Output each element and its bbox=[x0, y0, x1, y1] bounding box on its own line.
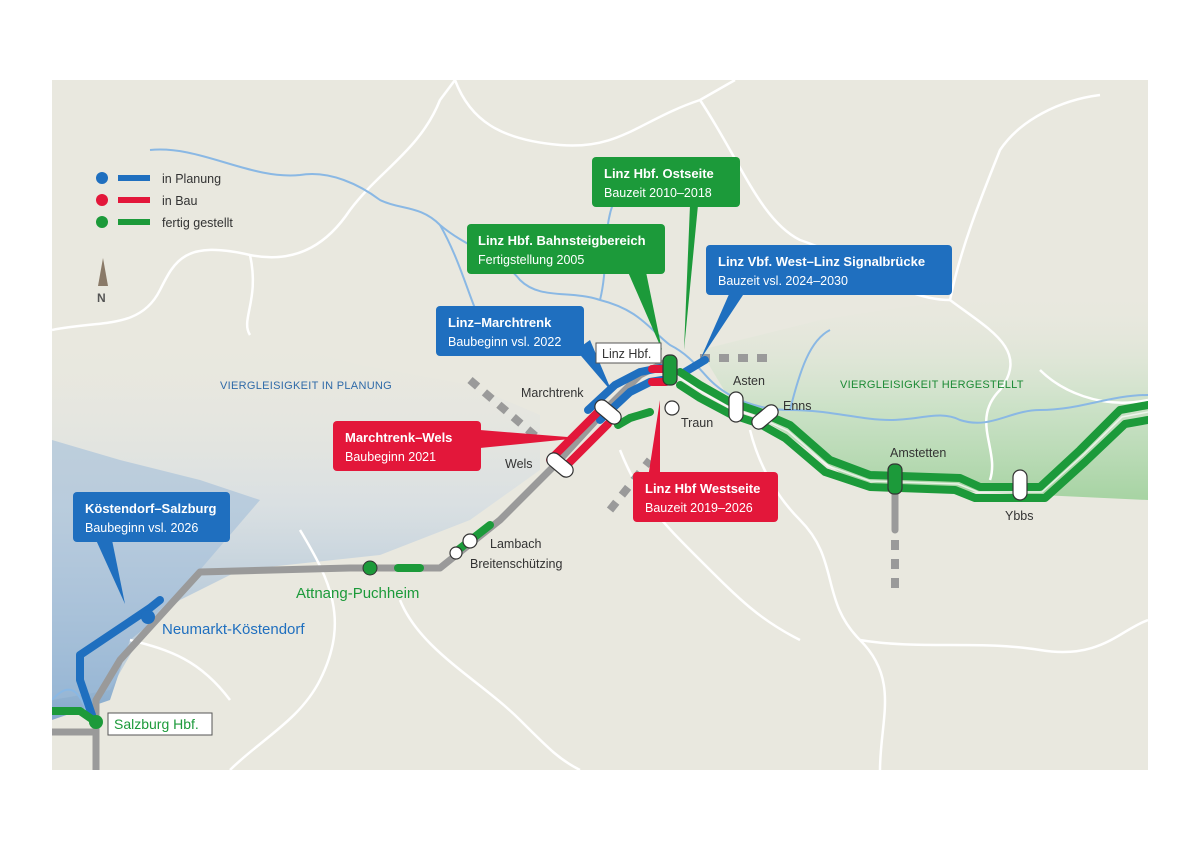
station-dot-neumarkt bbox=[141, 610, 155, 624]
station-dot-lambach bbox=[462, 533, 478, 549]
station-marker-linz bbox=[662, 354, 678, 386]
legend-dot-completed bbox=[96, 216, 108, 228]
legend-bar-construction bbox=[118, 197, 150, 203]
station-markers bbox=[89, 354, 1028, 729]
station-label-ybbs: Ybbs bbox=[1005, 509, 1034, 523]
station-label-attnang: Attnang-Puchheim bbox=[296, 585, 419, 602]
station-marker-wels bbox=[546, 452, 574, 478]
station-label-asten: Asten bbox=[733, 374, 765, 388]
callout-bahnsteig-sub: Fertigstellung 2005 bbox=[478, 253, 584, 267]
callout-signal: Linz Vbf. West–Linz Signalbrücke Bauzeit… bbox=[706, 245, 952, 295]
station-dot-breitenschuetzing bbox=[449, 546, 463, 560]
region-borders bbox=[52, 80, 1148, 770]
station-marker-ybbs bbox=[1012, 469, 1028, 501]
callout-bahnsteig: Linz Hbf. Bahnsteigbereich Fertigstellun… bbox=[467, 224, 665, 274]
station-marker-marchtrenk bbox=[594, 399, 622, 425]
callout-westseite-sub: Bauzeit 2019–2026 bbox=[645, 501, 753, 515]
linz-label-box bbox=[595, 342, 662, 364]
legend: in Planung in Bau fertig gestellt bbox=[96, 172, 233, 230]
legend-bar-completed bbox=[118, 219, 150, 225]
region-label-east: VIERGLEISIGKEIT HERGESTELLT bbox=[840, 379, 1024, 391]
station-label-lambach: Lambach bbox=[490, 537, 541, 551]
legend-label-planning: in Planung bbox=[162, 172, 221, 186]
callout-ostseite: Linz Hbf. Ostseite Bauzeit 2010–2018 bbox=[592, 157, 740, 207]
region-label-west: VIERGLEISIGKEIT IN PLANUNG bbox=[220, 380, 392, 392]
legend-label-completed: fertig gestellt bbox=[162, 216, 233, 230]
north-label: N bbox=[97, 291, 106, 305]
station-dot-salzburg bbox=[89, 715, 103, 729]
legend-dot-construction bbox=[96, 194, 108, 206]
callout-westseite: Linz Hbf Westseite Bauzeit 2019–2026 bbox=[633, 472, 778, 522]
salzburg-label-box bbox=[107, 712, 213, 736]
callout-salzburg-title: Köstendorf–Salzburg bbox=[85, 501, 217, 516]
station-label-breitenschuetzing: Breitenschützing bbox=[470, 557, 562, 571]
station-label-enns: Enns bbox=[783, 399, 812, 413]
callout-salzburg-sub: Baubeginn vsl. 2026 bbox=[85, 521, 198, 535]
station-marker-amstetten bbox=[887, 463, 903, 495]
station-label-wels: Wels bbox=[505, 457, 533, 471]
station-label-linz: Linz Hbf. bbox=[602, 347, 651, 361]
station-dot-traun bbox=[664, 400, 680, 416]
callout-wels-sub: Baubeginn 2021 bbox=[345, 450, 436, 464]
callout-westseite-title: Linz Hbf Westseite bbox=[645, 481, 760, 496]
station-label-neumarkt: Neumarkt-Köstendorf bbox=[162, 621, 305, 638]
callout-ostseite-sub: Bauzeit 2010–2018 bbox=[604, 186, 712, 200]
callout-marchtrenk-title: Linz–Marchtrenk bbox=[448, 315, 552, 330]
callout-marchtrenk-sub: Baubeginn vsl. 2022 bbox=[448, 335, 561, 349]
callout-salzburg: Köstendorf–Salzburg Baubeginn vsl. 2026 bbox=[73, 492, 230, 542]
callout-marchtrenk: Linz–Marchtrenk Baubeginn vsl. 2022 bbox=[436, 306, 584, 356]
callout-ostseite-title: Linz Hbf. Ostseite bbox=[604, 166, 714, 181]
station-label-marchtrenk: Marchtrenk bbox=[521, 386, 584, 400]
station-marker-enns bbox=[751, 404, 779, 430]
station-labels: Linz Hbf. Marchtrenk Wels Traun Asten En… bbox=[107, 342, 1034, 736]
callout-pointers bbox=[96, 205, 745, 604]
station-marker-asten bbox=[728, 391, 744, 423]
station-label-salzburg: Salzburg Hbf. bbox=[114, 716, 199, 732]
callout-wels: Marchtrenk–Wels Baubeginn 2021 bbox=[333, 421, 481, 471]
legend-dot-planning bbox=[96, 172, 108, 184]
callout-signal-title: Linz Vbf. West–Linz Signalbrücke bbox=[718, 254, 925, 269]
station-label-traun: Traun bbox=[681, 416, 713, 430]
callout-signal-sub: Bauzeit vsl. 2024–2030 bbox=[718, 274, 848, 288]
station-dot-attnang bbox=[362, 560, 378, 576]
station-label-amstetten: Amstetten bbox=[890, 446, 946, 460]
legend-label-construction: in Bau bbox=[162, 194, 197, 208]
existing-lines bbox=[52, 356, 899, 770]
legend-bar-planning bbox=[118, 175, 150, 181]
callout-bahnsteig-title: Linz Hbf. Bahnsteigbereich bbox=[478, 233, 646, 248]
north-arrow-icon: N bbox=[97, 258, 108, 305]
callout-wels-title: Marchtrenk–Wels bbox=[345, 430, 452, 445]
planned-extensions bbox=[467, 354, 899, 595]
